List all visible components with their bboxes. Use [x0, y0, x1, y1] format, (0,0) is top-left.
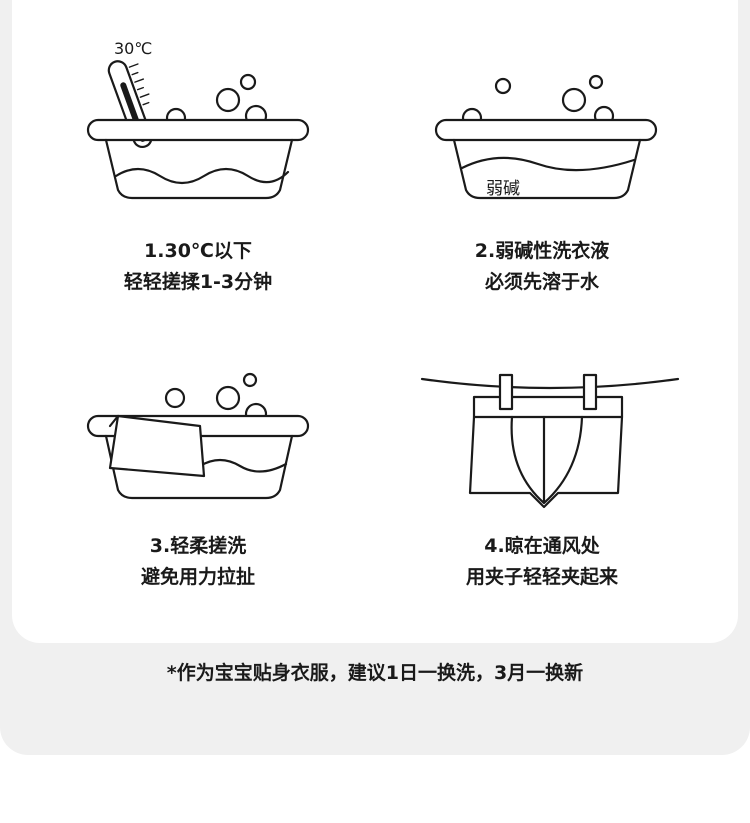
step-3-detail: 避免用力拉扯	[140, 566, 255, 588]
step-4-caption: 4.晾在通风处 用夹子轻轻夹起来	[392, 531, 692, 593]
basin-cloth-icon	[86, 372, 310, 500]
step-3-title: 3.轻柔搓洗	[149, 535, 247, 557]
step-1-title: 1.30℃以下	[144, 240, 252, 262]
shorts-clothesline-icon	[420, 373, 680, 509]
step-4-detail: 用夹子轻轻夹起来	[465, 566, 618, 588]
thermometer-label: 30℃	[114, 39, 152, 58]
step-3-caption: 3.轻柔搓洗 避免用力拉扯	[48, 531, 348, 593]
step-1-detail: 轻轻搓揉1-3分钟	[123, 271, 273, 293]
step-1-caption: 1.30℃以下 轻轻搓揉1-3分钟	[48, 236, 348, 298]
liquid-label: 弱碱	[486, 179, 520, 199]
basin-detergent-icon: 弱碱	[434, 74, 658, 200]
step-2-detail: 必须先溶于水	[484, 271, 599, 293]
basin-thermometer-icon: 30℃	[86, 39, 310, 200]
step-4-title: 4.晾在通风处	[484, 535, 600, 557]
step-2-caption: 2.弱碱性洗衣液 必须先溶于水	[392, 236, 692, 298]
replacement-note: *作为宝宝贴身衣服，建议1日一换洗，3月一换新	[166, 662, 584, 684]
step-2-title: 2.弱碱性洗衣液	[474, 240, 610, 262]
